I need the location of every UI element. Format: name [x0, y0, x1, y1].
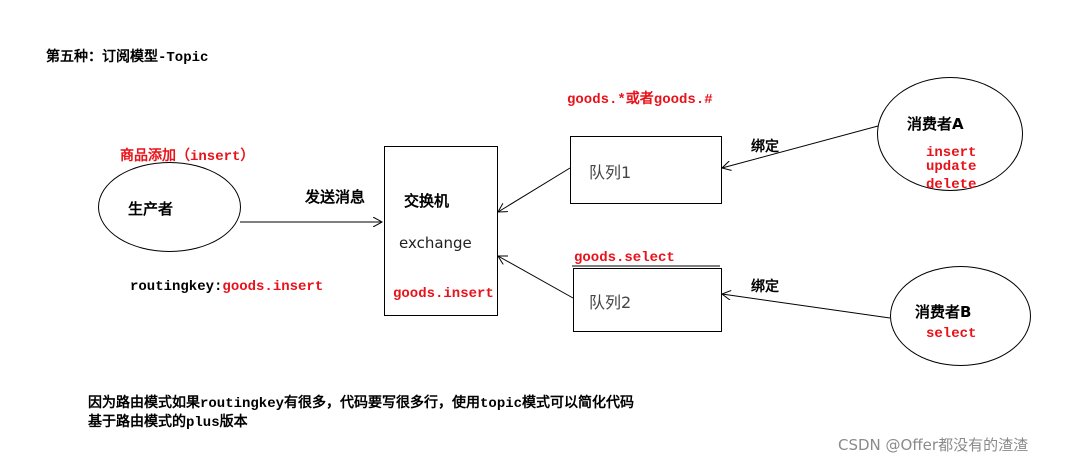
queue1-node: [570, 136, 722, 204]
exchange-routing-key: goods.insert: [393, 286, 494, 302]
note-line: 基于路由模式的plus版本: [88, 415, 248, 431]
notes: 因为路由模式如果routingkey有很多，代码要写很多行，使用topic模式可…: [88, 395, 634, 433]
consumer-a-to-queue1-arrow: [722, 125, 879, 168]
consumer-a-ops: insert update delete: [926, 144, 976, 194]
routingkey-prefix: routingkey:: [130, 279, 223, 295]
consumer-a-node: [877, 77, 1023, 191]
producer-node: [98, 162, 241, 252]
exchange-label-cn: 交换机: [404, 192, 450, 210]
bind-label-queue2: 绑定: [751, 279, 779, 295]
consumer-b-op: select: [926, 326, 977, 342]
consumer-a-label: 消费者A: [907, 115, 964, 133]
consumer-b-label: 消费者B: [915, 303, 972, 321]
producer-label: 生产者: [128, 200, 174, 218]
queue1-binding-key: goods.*或者goods.#: [567, 92, 713, 108]
queue1-to-exchange-arrow: [498, 167, 571, 212]
consumer-a-op: insert: [926, 145, 977, 161]
csdn-watermark: CSDN @Offer都没有的渣渣: [838, 436, 1029, 454]
routingkey-text: routingkey:goods.insert: [130, 279, 323, 295]
consumer-a-op: update: [926, 159, 977, 175]
producer-annotation: 商品添加（insert）: [120, 149, 255, 165]
queue2-label: 队列2: [589, 293, 632, 312]
queue1-label: 队列1: [589, 163, 632, 182]
consumer-a-op: delete: [926, 177, 977, 193]
exchange-node: [384, 146, 498, 316]
exchange-label-en: exchange: [399, 234, 472, 252]
routingkey-value: goods.insert: [222, 279, 324, 295]
note-line: 因为路由模式如果routingkey有很多，代码要写很多行，使用topic模式可…: [88, 396, 635, 412]
diagram-title: 第五种：订阅模型-Topic: [46, 50, 209, 66]
queue2-binding-key: goods.select: [574, 250, 675, 266]
bind-label-queue1: 绑定: [751, 139, 779, 155]
consumer-b-to-queue2-arrow: [722, 294, 891, 319]
send-message-label: 发送消息: [305, 188, 366, 206]
queue2-node: [573, 268, 722, 332]
consumer-b-node: [890, 266, 1031, 366]
queue2-to-exchange-arrow: [498, 256, 574, 299]
